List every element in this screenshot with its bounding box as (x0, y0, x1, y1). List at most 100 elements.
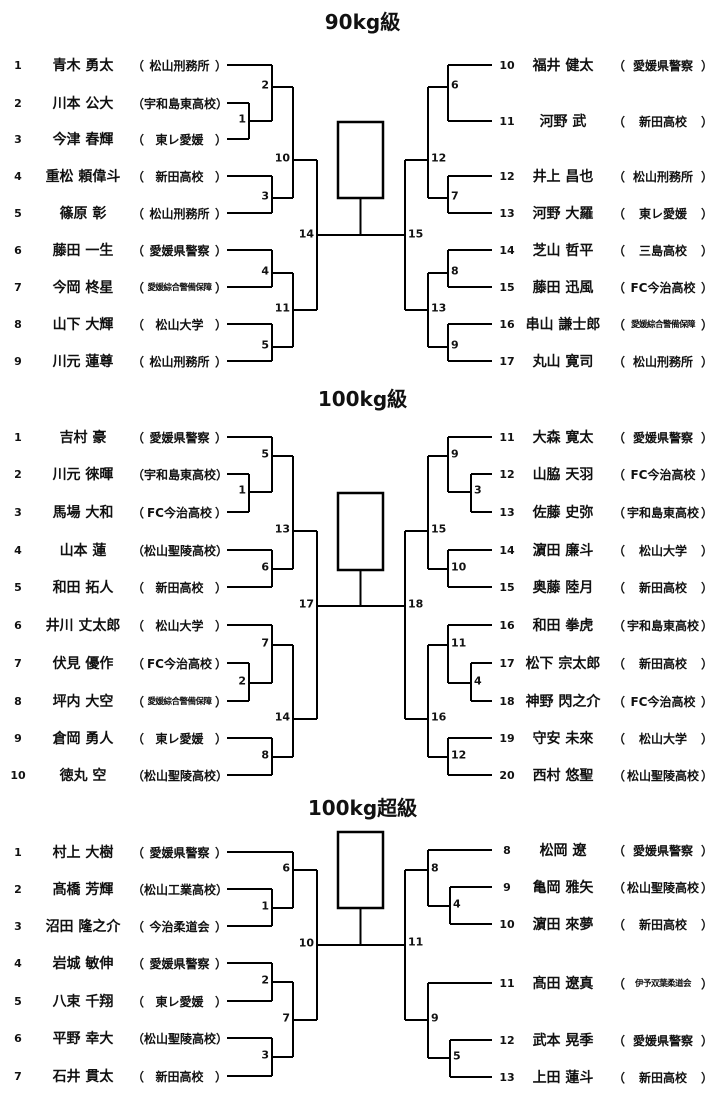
player-name: 山本 蓮 (59, 543, 107, 559)
open-paren: （ (132, 58, 145, 73)
player-name: 川元 蓮尊 (52, 354, 114, 370)
player-name: 井上 昌也 (532, 169, 594, 185)
open-paren: （ (613, 618, 626, 633)
player-seed: 1 (14, 845, 22, 859)
player-name: 佐藤 史弥 (532, 505, 594, 521)
match-number: 13 (431, 301, 447, 315)
player-affiliation: （愛媛県警察） (613, 842, 713, 859)
player-name: 岩城 敏伸 (52, 956, 114, 972)
player-seed: 11 (499, 976, 515, 990)
open-paren: （ (613, 976, 626, 991)
player-affiliation: （FC今治高校） (613, 279, 713, 296)
player-name: 村上 大樹 (52, 845, 114, 861)
affiliation-name: 松山刑務所 (632, 169, 693, 184)
match-number: 3 (261, 189, 269, 203)
player-name: 守安 未來 (532, 731, 594, 747)
player-name: 河野 武 (539, 114, 587, 130)
player-seed: 1 (14, 58, 22, 72)
close-paren: ） (700, 880, 713, 895)
player-name: 倉岡 勇人 (52, 731, 114, 747)
open-paren: （ (132, 618, 145, 633)
open-paren: （ (613, 917, 626, 932)
affiliation-name: 愛媛綜合警備保障 (147, 697, 212, 707)
player-seed: 15 (499, 580, 515, 594)
close-paren: ） (214, 430, 227, 445)
close-paren: ） (700, 280, 713, 295)
close-paren: ） (700, 317, 713, 332)
affiliation-name: 愛媛県警察 (149, 430, 210, 445)
affiliation-name: 松山刑務所 (149, 354, 210, 369)
player-affiliation: （愛媛県警察） (132, 429, 227, 446)
player-affiliation: （FC今治高校） (613, 466, 713, 483)
close-paren: ） (216, 1031, 229, 1046)
affiliation-name: 愛媛綜合警備保障 (630, 320, 696, 330)
player-seed: 2 (14, 96, 22, 110)
player-seed: 16 (499, 618, 515, 632)
match-number: 11 (274, 301, 290, 315)
close-paren: ） (216, 768, 229, 783)
affiliation-name: 宇和島東高校 (144, 96, 217, 111)
champion-box-100kg-over (336, 830, 385, 910)
player-seed: 16 (499, 317, 515, 331)
player-name: 奥藤 陸月 (532, 580, 594, 596)
player-affiliation: （東レ愛媛） (132, 131, 227, 148)
close-paren: ） (700, 656, 713, 671)
match-number: 6 (282, 861, 290, 875)
close-paren: ） (700, 843, 713, 858)
open-paren: （ (613, 354, 626, 369)
open-paren: （ (132, 845, 145, 860)
match-number: 14 (274, 710, 290, 724)
player-affiliation: （愛媛県警察） (613, 57, 713, 74)
player-affiliation: （松山刑務所） (132, 205, 227, 222)
affiliation-name: 東レ愛媛 (155, 731, 204, 746)
close-paren: ） (214, 731, 227, 746)
open-paren: （ (132, 243, 145, 258)
player-seed: 6 (14, 618, 22, 632)
player-name: 髙田 遼真 (532, 976, 594, 992)
open-paren: （ (613, 206, 626, 221)
player-name: 坪内 大空 (52, 694, 114, 710)
player-seed: 6 (14, 1031, 22, 1045)
affiliation-name: 新田高校 (638, 114, 687, 129)
close-paren: ） (700, 768, 713, 783)
player-name: 髙橋 芳輝 (52, 882, 114, 898)
player-name: 芝山 哲平 (532, 243, 594, 259)
player-name: 平野 幸大 (52, 1031, 114, 1047)
player-affiliation: （東レ愛媛） (613, 205, 713, 222)
open-paren: （ (613, 694, 626, 709)
player-seed: 13 (499, 505, 515, 519)
player-affiliation: （FC今治高校） (613, 693, 713, 710)
player-name: 伏見 優作 (52, 656, 114, 672)
player-seed: 2 (14, 882, 22, 896)
open-paren: （ (132, 994, 145, 1009)
close-paren: ） (214, 58, 227, 73)
player-name: 今岡 柊星 (52, 280, 114, 296)
close-paren: ） (700, 543, 713, 558)
player-affiliation: （愛媛県警察） (613, 1032, 713, 1049)
match-number: 4 (474, 674, 482, 688)
match-number: 8 (451, 264, 459, 278)
player-seed: 4 (14, 956, 22, 970)
player-seed: 6 (14, 243, 22, 257)
close-paren: ） (214, 694, 227, 709)
close-paren: ） (214, 169, 227, 184)
bracket-title-100kg: 100kg級 (317, 387, 408, 411)
champion-box-100kg (336, 491, 385, 572)
player-seed: 18 (499, 694, 515, 708)
match-number: 2 (238, 674, 246, 688)
open-paren: （ (613, 169, 626, 184)
player-name: 石井 貫太 (52, 1069, 114, 1085)
